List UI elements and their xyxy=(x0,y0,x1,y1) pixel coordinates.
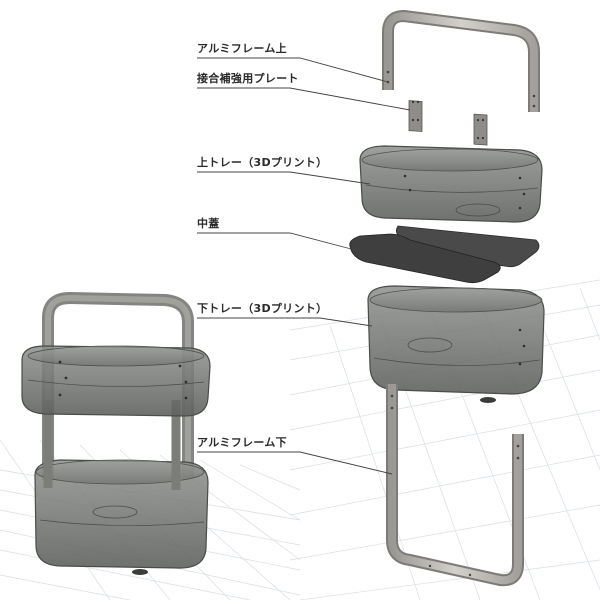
part-frame-top xyxy=(382,10,540,112)
leader-lower-tray xyxy=(197,317,373,327)
label-lower-tray: 下トレー（3Dプリント） xyxy=(197,302,328,315)
label-middle-lid: 中蓋 xyxy=(197,217,220,230)
assembled-rack xyxy=(21,292,211,575)
part-upper-tray xyxy=(359,145,543,223)
leader-joint-plate xyxy=(197,87,411,111)
label-frame-top: アルミフレーム上 xyxy=(197,42,287,55)
leader-lines xyxy=(197,57,411,475)
part-lower-tray xyxy=(367,285,545,403)
leader-middle-lid xyxy=(197,232,356,251)
leader-upper-tray xyxy=(197,171,371,185)
part-frame-bottom xyxy=(386,384,524,587)
part-joint-plates xyxy=(408,100,488,146)
label-upper-tray: 上トレー（3Dプリント） xyxy=(197,156,328,169)
label-frame-bottom: アルミフレーム下 xyxy=(197,436,287,449)
leader-frame-bottom xyxy=(197,451,393,475)
part-middle-lid xyxy=(349,225,540,284)
label-joint-plate: 接合補強用プレート xyxy=(197,72,299,85)
leader-frame-top xyxy=(197,57,389,83)
